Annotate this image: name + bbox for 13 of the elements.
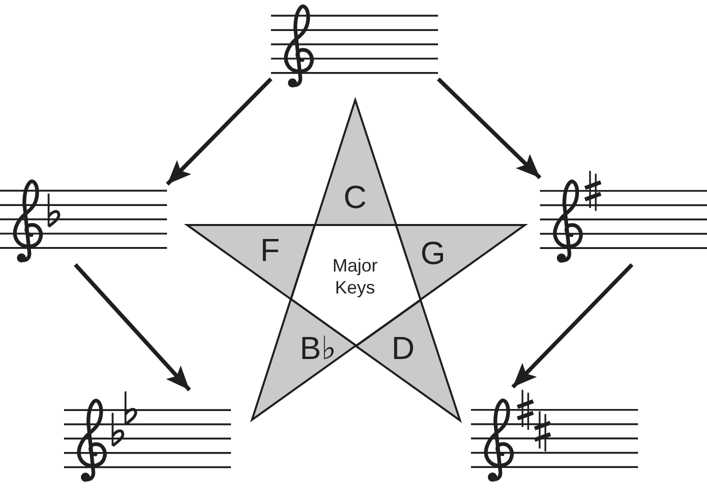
arrow bbox=[74, 263, 191, 392]
arrow bbox=[166, 78, 272, 186]
music-staff-drawing bbox=[471, 387, 638, 484]
center-label: Major Keys bbox=[332, 255, 378, 299]
key-name: F bbox=[260, 234, 280, 266]
music-staff-drawing bbox=[540, 168, 707, 265]
key-name: G bbox=[420, 237, 446, 269]
key-name: D bbox=[391, 332, 415, 364]
arrow bbox=[436, 77, 542, 180]
key-name: C bbox=[343, 181, 367, 213]
music-staff-drawing bbox=[64, 390, 232, 484]
arrow bbox=[511, 263, 634, 388]
key-name: B♭ bbox=[300, 332, 336, 364]
